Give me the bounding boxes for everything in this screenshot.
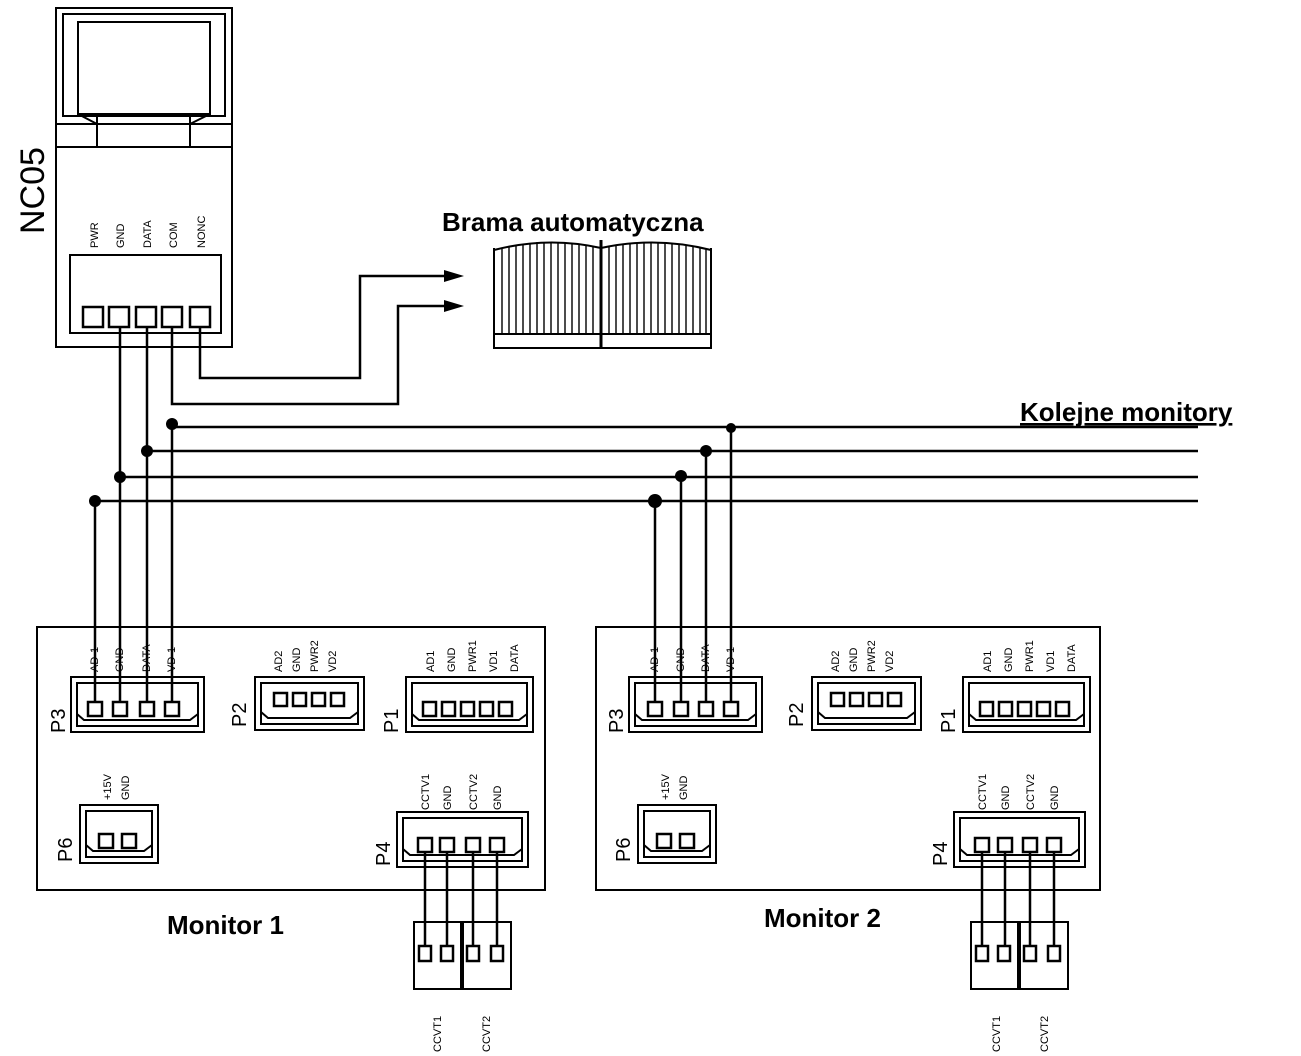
cctv-wires — [980, 852, 1056, 948]
p3-label: P3 — [48, 709, 70, 733]
cctv-plugs — [970, 921, 1069, 990]
cctv1-label: CCVT1 — [432, 1016, 444, 1052]
p6-label: P6 — [55, 838, 77, 862]
p6-connector — [637, 804, 717, 864]
p3-pin-data: DATA — [700, 644, 712, 672]
nc05-pin-com: COM — [168, 222, 180, 248]
p4-connector — [396, 811, 529, 868]
nc05-pin-nonc: NONC — [196, 216, 208, 248]
p6-pin-15v: +15V — [660, 773, 672, 800]
p4-label: P4 — [930, 842, 952, 866]
p3-pin-gnd: GND — [114, 648, 126, 673]
p4-pin-cctv1: CCTV1 — [977, 774, 989, 810]
p4-pin-gnd-2: GND — [492, 786, 504, 811]
gate-control-wires — [170, 274, 444, 406]
p2-label: P2 — [786, 703, 808, 727]
p1-pin-gnd: GND — [446, 648, 458, 673]
monitor-1: P3 AD-1 GND DATA VD-1 P2 AD2 GND PWR2 VD… — [36, 626, 546, 1052]
nc05-title: NC05 — [14, 147, 52, 234]
p1-label: P1 — [938, 709, 960, 733]
nc05-pin-gnd: GND — [115, 224, 127, 249]
p3-label: P3 — [606, 709, 628, 733]
p3-connector — [628, 676, 763, 733]
p4-pin-gnd: GND — [442, 786, 454, 811]
cctv-wires — [423, 852, 499, 948]
cctv2-label: CCVT2 — [481, 1016, 493, 1052]
p2-pin-vd2: VD2 — [327, 651, 339, 672]
p1-pin-ad1: AD1 — [982, 651, 994, 672]
p2-pin-gnd: GND — [848, 648, 860, 673]
p2-pin-ad2: AD2 — [830, 651, 842, 672]
p2-pin-pwr2: PWR2 — [866, 640, 878, 672]
nc05-pin-labels: PWR GND DATA COM NONC — [89, 216, 208, 248]
p3-pin-data: DATA — [141, 644, 153, 672]
p6-pin-15v: +15V — [102, 773, 114, 800]
p3-pin-gnd: GND — [675, 648, 687, 673]
p2-pin-vd2: VD2 — [884, 651, 896, 672]
arrow-icon — [444, 300, 464, 312]
p4-pin-cctv1: CCTV1 — [420, 774, 432, 810]
p2-pin-ad2: AD2 — [273, 651, 285, 672]
p2-connector — [254, 676, 365, 731]
monitor-2-title: Monitor 2 — [764, 903, 881, 933]
p3-pin-ad1: AD-1 — [649, 647, 661, 672]
p2-label: P2 — [229, 703, 251, 727]
p1-pin-data: DATA — [509, 644, 521, 672]
cctv1-label: CCVT1 — [991, 1016, 1003, 1052]
monitor-1-title: Monitor 1 — [167, 910, 284, 940]
p2-pin-pwr2: PWR2 — [309, 640, 321, 672]
cctv-plugs — [413, 921, 512, 990]
monitor2-drop-wires — [653, 427, 733, 710]
p3-connector — [70, 676, 205, 733]
gate-title: Brama automatyczna — [442, 207, 704, 237]
p1-pin-ad1: AD1 — [425, 651, 437, 672]
p2-connector — [811, 676, 922, 731]
p4-label: P4 — [373, 842, 395, 866]
p2-pin-gnd: GND — [291, 648, 303, 673]
p1-pin-pwr1: PWR1 — [467, 640, 479, 672]
p6-connector — [79, 804, 159, 864]
p6-pin-gnd: GND — [678, 776, 690, 801]
cctv2-label: CCVT2 — [1039, 1016, 1051, 1052]
more-monitors-label: Kolejne monitory — [1020, 397, 1233, 427]
p1-pin-data: DATA — [1066, 644, 1078, 672]
gate-icon — [493, 240, 712, 349]
p4-pin-gnd-2: GND — [1049, 786, 1061, 811]
p1-pin-vd1: VD1 — [488, 651, 500, 672]
nc05-terminals — [81, 305, 212, 329]
p6-pin-gnd: GND — [120, 776, 132, 801]
nc05-panel — [55, 7, 233, 348]
junction-dots — [89, 418, 736, 508]
p1-connector — [962, 676, 1091, 733]
p6-label: P6 — [613, 838, 635, 862]
p1-connector — [405, 676, 534, 733]
p1-label: P1 — [381, 709, 403, 733]
bus-lines — [95, 425, 1198, 503]
p3-pin-ad1: AD-1 — [89, 647, 101, 672]
nc05-pin-data: DATA — [142, 220, 154, 248]
monitor1-drop-wires — [93, 327, 174, 710]
p1-pin-gnd: GND — [1003, 648, 1015, 673]
p1-pin-vd1: VD1 — [1045, 651, 1057, 672]
p3-pin-vd1: VD-1 — [725, 647, 737, 672]
nc05-pin-pwr: PWR — [89, 222, 101, 248]
p4-pin-gnd: GND — [1000, 786, 1012, 811]
p4-pin-cctv2: CCTV2 — [1025, 774, 1037, 810]
monitor-2: P3 AD-1 GND DATA VD-1 P2 AD2 GND PWR2 VD… — [595, 626, 1101, 1052]
p4-pin-cctv2: CCTV2 — [468, 774, 480, 810]
p3-pin-vd1: VD-1 — [166, 647, 178, 672]
p4-connector — [953, 811, 1086, 868]
arrow-icon — [444, 270, 464, 282]
p1-pin-pwr1: PWR1 — [1024, 640, 1036, 672]
